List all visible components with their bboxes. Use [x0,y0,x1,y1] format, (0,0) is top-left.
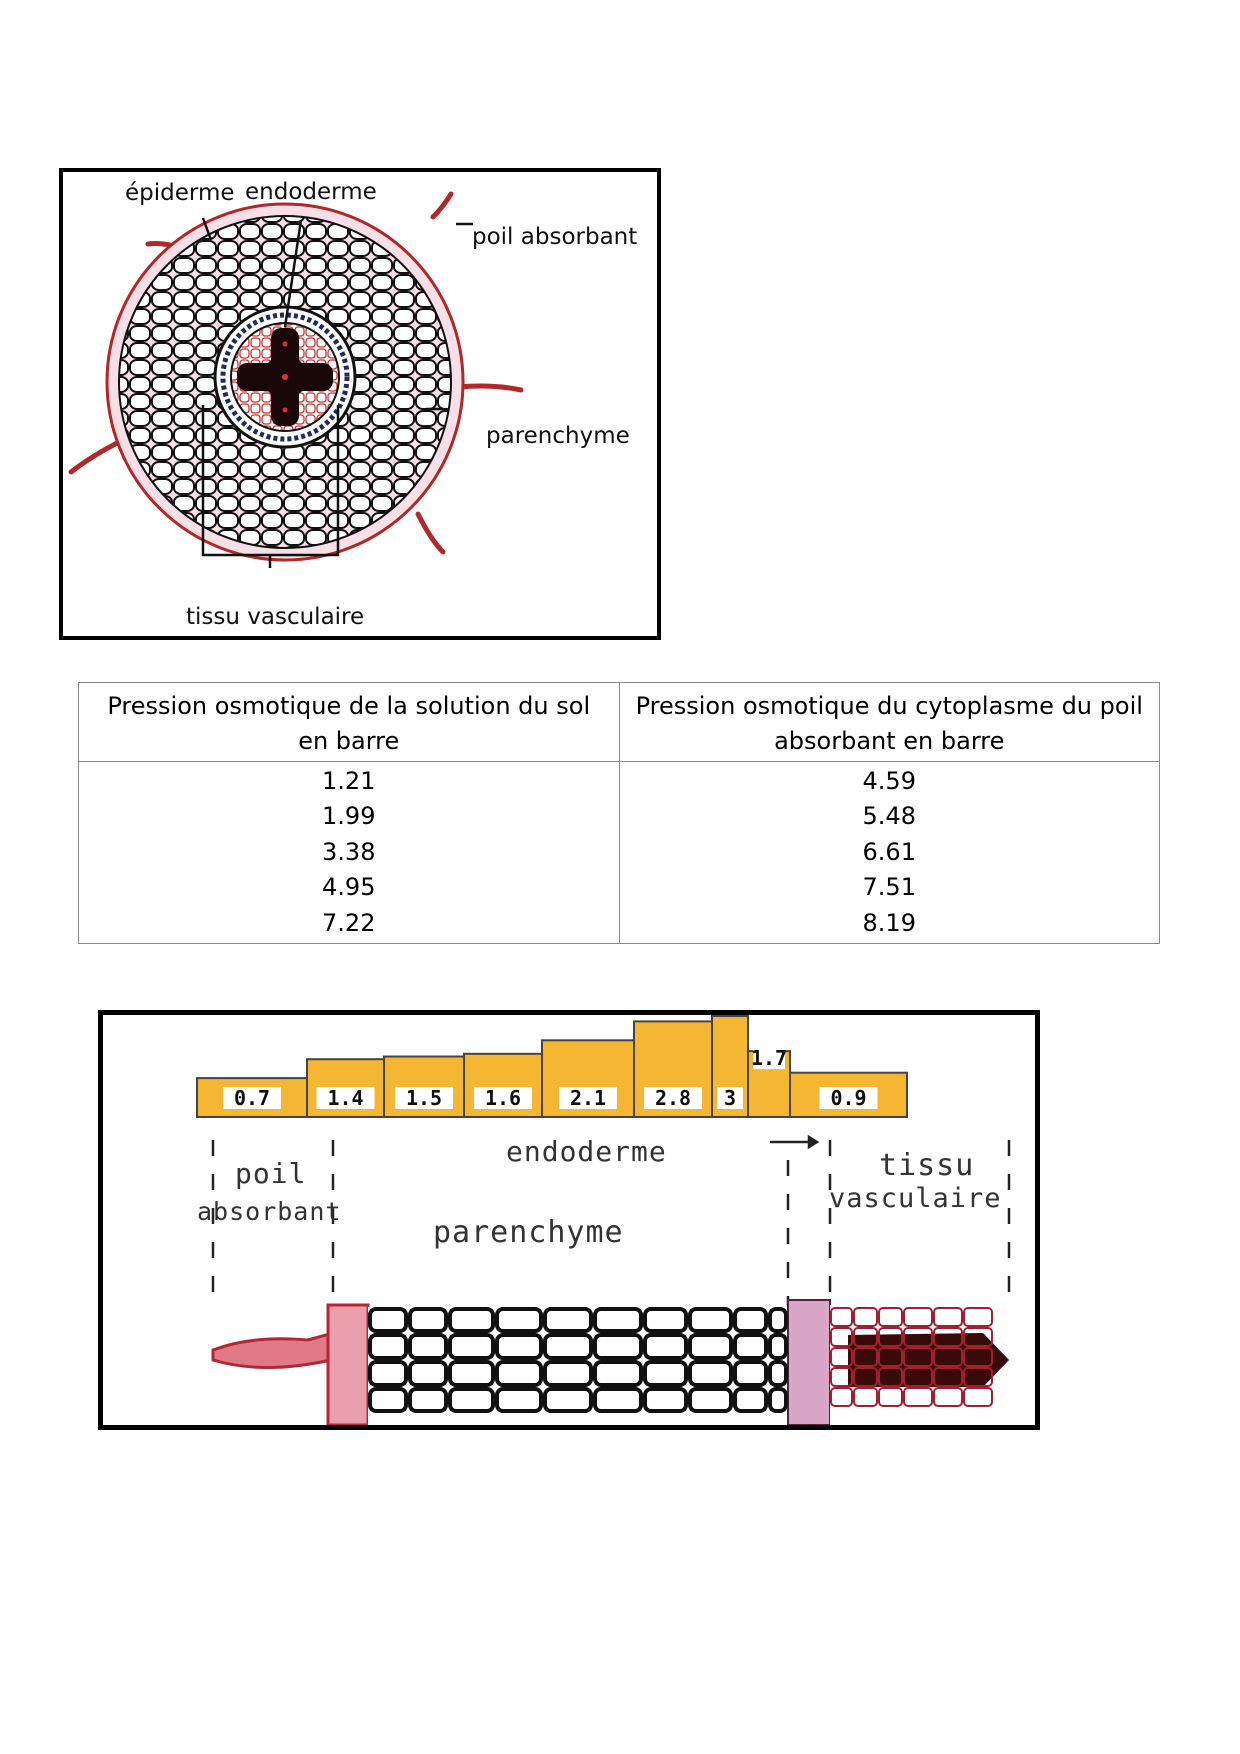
label-vasculaire: vasculaire [829,1183,1002,1214]
bar-label-box [644,1087,702,1109]
table-header-row: Pression osmotique de la solution du sol… [78,682,1160,762]
zone-separators [211,1140,1011,1305]
bar-label-box [717,1087,743,1109]
table-row: 3.38 6.61 [78,834,1160,871]
root-cross-section-drawing [68,191,524,568]
cell-soil: 7.22 [78,905,620,945]
cell-soil: 1.21 [78,761,620,800]
label-endoderme: endoderme [245,179,377,205]
bar-label-box [753,1047,785,1070]
bar-label-box [474,1087,532,1109]
label-epiderme: épiderme [125,180,235,206]
bar-label-box [819,1087,878,1109]
pressure-gradient-figure: 0.7 1.4 1.5 1.6 2.1 2.8 3 1.7 0.9 poil absorbant… [98,1010,1040,1430]
cell-cytoplasm: 4.59 [618,761,1160,800]
bar-value-label: 0.7 [234,1086,270,1110]
label-poil-absorbant: poil absorbant [472,224,638,250]
pointer-lines [201,217,473,568]
bar-value-label: 1.5 [406,1086,442,1110]
root-cross-section-figure: épiderme endoderme poil absorbant parenc… [59,168,661,640]
cell-soil: 1.99 [78,799,620,835]
label-tissu-vasculaire: tissu vasculaire [186,604,365,630]
cell-cytoplasm: 8.19 [618,905,1160,945]
endoderme-arrow [770,1134,820,1150]
cell-cytoplasm: 5.48 [618,799,1160,835]
bar-value-label: 2.1 [570,1086,606,1110]
cell-soil: 4.95 [78,870,620,906]
label-poil: poil [235,1157,307,1190]
cell-cytoplasm: 7.51 [618,870,1160,906]
cell-cytoplasm: 6.61 [618,834,1160,871]
header-cytoplasm: Pression osmotique du cytoplasme du poil… [618,682,1160,762]
label-endoderme: endoderme [506,1135,667,1168]
table-row: 1.99 5.48 [78,799,1160,835]
cell-strip [211,1299,1010,1425]
bar-value-label: 1.7 [751,1046,787,1070]
bar-label-box [316,1087,375,1109]
label-parenchyme: parenchyme [433,1215,624,1250]
table-row: 4.95 7.51 [78,870,1160,906]
label-tissu: tissu [879,1148,975,1183]
bar-label-box [395,1087,453,1109]
pressure-bar [789,1071,908,1118]
osmotic-pressure-table: Pression osmotique de la solution du sol… [78,682,1160,945]
bar-value-label: 2.8 [655,1086,691,1110]
endoderme-ring [220,312,350,442]
pressure-gradient-drawing: 0.7 1.4 1.5 1.6 2.1 2.8 3 1.7 0.9 [196,1015,1011,1425]
bar-value-label: 1.6 [485,1086,521,1110]
bar-value-label: 1.4 [327,1086,363,1110]
pressure-bars: 0.7 1.4 1.5 1.6 2.1 2.8 3 1.7 0.9 [196,1015,908,1118]
bar-label-box [559,1087,617,1109]
label-absorbant: absorbant [197,1197,342,1226]
cell-soil: 3.38 [78,834,620,871]
table-row: 1.21 4.59 [78,761,1160,800]
header-soil-solution: Pression osmotique de la solution du sol… [78,682,620,762]
table-row: 7.22 8.19 [78,905,1160,945]
bar-label-box [223,1087,281,1109]
bar-value-label: 3 [724,1086,736,1110]
bar-value-label: 0.9 [830,1086,866,1110]
label-parenchyme: parenchyme [486,423,630,449]
